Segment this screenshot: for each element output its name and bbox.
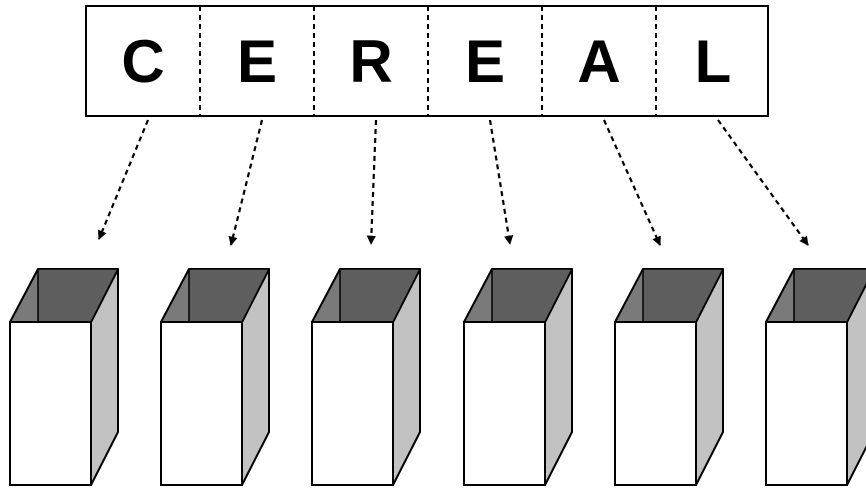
boxes (9, 268, 866, 486)
box-front (311, 321, 394, 486)
letter-6: L (695, 28, 732, 95)
arrow-4 (488, 119, 514, 245)
arrow-2 (228, 119, 264, 246)
box-1 (9, 268, 119, 486)
arrows (97, 119, 809, 246)
box-front (9, 321, 92, 486)
letter-3: R (349, 28, 392, 95)
arrow-6 (717, 119, 809, 246)
box-front (765, 321, 848, 486)
arrow-5 (602, 119, 662, 246)
box-front (463, 321, 546, 486)
box-front (614, 321, 697, 486)
letter-1: C (121, 28, 164, 95)
arrow-1 (97, 119, 150, 240)
letter-2: E (237, 28, 277, 95)
letter-4: E (465, 28, 505, 95)
letter-5: A (577, 28, 620, 95)
box-front (160, 321, 243, 486)
box-6 (765, 268, 866, 486)
word-strip: C E R E A L (85, 5, 769, 117)
arrow-3 (366, 119, 378, 245)
box-3 (311, 268, 421, 486)
box-5 (614, 268, 724, 486)
box-4 (463, 268, 573, 486)
box-2 (160, 268, 270, 486)
